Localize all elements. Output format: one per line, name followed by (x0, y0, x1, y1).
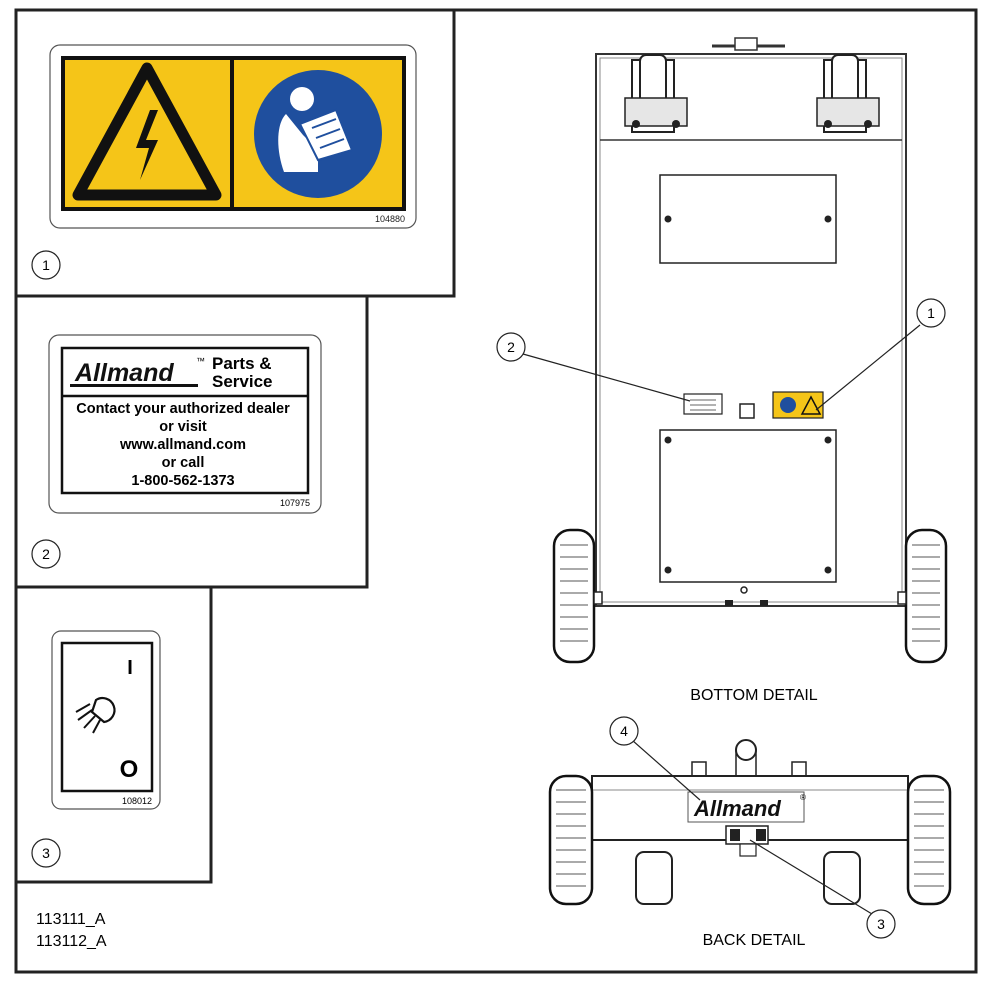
decal-3-part-number: 108012 (122, 796, 152, 806)
outer-frame (14, 8, 978, 974)
allmand-logo: Allmand ™ (70, 356, 205, 387)
decal-2-line-2: or visit (159, 419, 207, 435)
svg-text:™: ™ (196, 356, 205, 366)
svg-text:1: 1 (42, 257, 50, 273)
bottom-detail-drawing (552, 37, 948, 664)
svg-text:Allmand: Allmand (693, 796, 781, 821)
decal-1-part-number: 104880 (375, 214, 405, 224)
decal-2-line-5: 1-800-562-1373 (131, 473, 234, 489)
callout-2-bottom-detail: 2 (496, 332, 691, 402)
svg-text:®: ® (800, 793, 806, 802)
decal-3: I O 108012 (51, 630, 161, 810)
decal-2-line-3: www.allmand.com (119, 437, 246, 453)
callout-2-panel: 2 (31, 539, 61, 569)
svg-text:3: 3 (42, 845, 50, 861)
wheel-right (904, 528, 948, 664)
electric-shock-warning-icon (72, 62, 222, 201)
svg-text:3: 3 (877, 916, 885, 932)
bottom-detail-caption: BOTTOM DETAIL (690, 687, 818, 704)
switch-on-symbol: I (127, 657, 133, 679)
caster-right (816, 54, 880, 133)
callout-1-bottom-detail: 1 (815, 298, 946, 411)
callout-4-back-detail: 4 (609, 716, 701, 801)
panel-3-border (16, 585, 213, 884)
decal-2-heading-2: Service (212, 372, 273, 391)
decal-2-location (683, 393, 723, 415)
switch-off-symbol: O (120, 756, 139, 783)
callout-1-panel: 1 (31, 250, 61, 280)
work-light-icon (75, 697, 116, 734)
callout-3-back-detail: 3 (749, 839, 896, 939)
decal-1: 104880 (49, 44, 417, 229)
back-allmand-logo: Allmand ® (687, 791, 806, 823)
decal-2-line-1: Contact your authorized dealer (76, 401, 290, 417)
decal-2-heading-1: Parts & (212, 354, 272, 373)
back-detail-drawing: Allmand ® (548, 739, 952, 906)
back-detail-caption: BACK DETAIL (703, 932, 806, 949)
svg-text:2: 2 (507, 339, 515, 355)
svg-text:2: 2 (42, 546, 50, 562)
wheel-left (552, 528, 596, 664)
decal-2-line-4: or call (162, 455, 205, 471)
read-manual-icon (254, 70, 382, 198)
callout-3-panel: 3 (31, 838, 61, 868)
svg-text:1: 1 (927, 305, 935, 321)
caster-left (624, 54, 688, 133)
decal-2-part-number: 107975 (280, 498, 310, 508)
svg-text:4: 4 (620, 723, 628, 739)
svg-text:Allmand: Allmand (74, 359, 174, 387)
decal-2: Allmand ™ Parts & Service Contact your a… (48, 334, 322, 514)
drawing-number-2: 113112_A (36, 933, 107, 950)
drawing-number-1: 113111_A (36, 911, 106, 928)
